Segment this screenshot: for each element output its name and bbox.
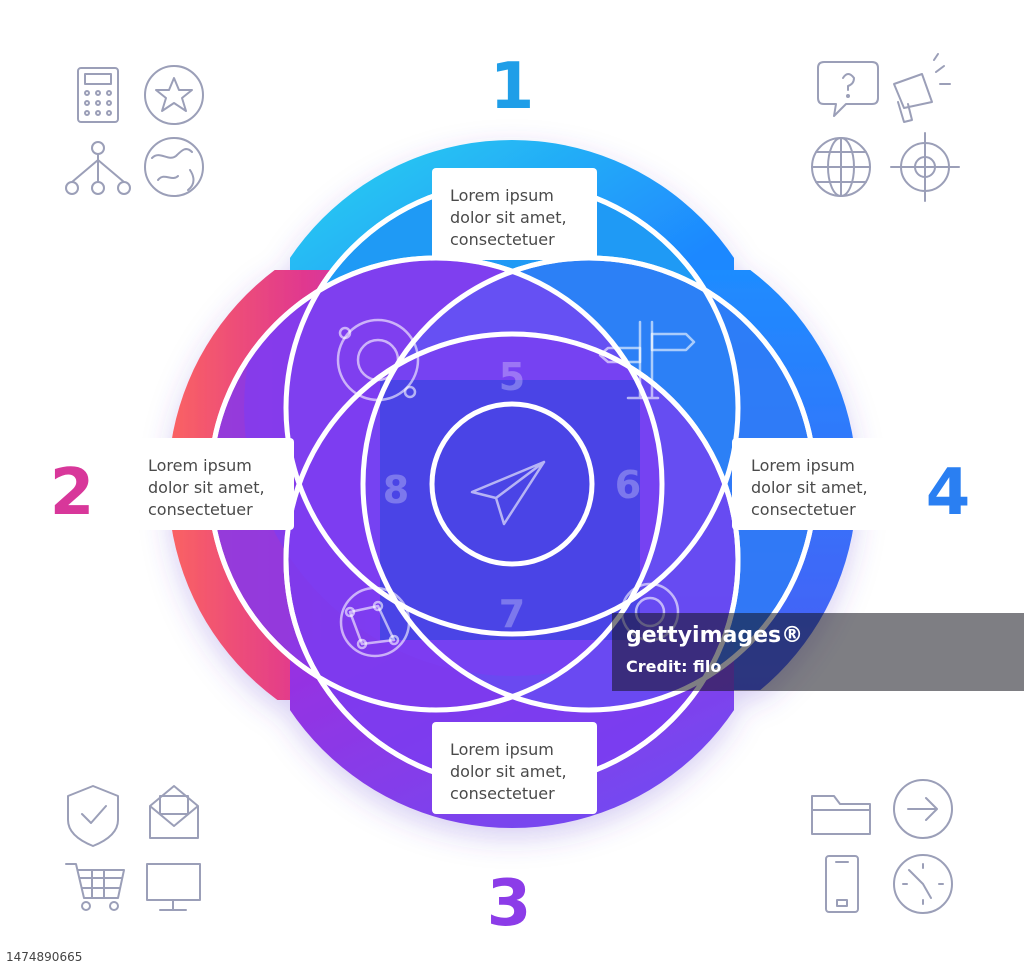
- region-1-text-line-1: Lorem ipsum: [450, 186, 554, 205]
- image-id: 1474890665: [6, 950, 83, 964]
- region-number-1: 1: [490, 50, 535, 124]
- network-globe-icon: [339, 586, 411, 658]
- calculator-icon: [77, 67, 119, 123]
- shield-check-icon: [67, 785, 119, 847]
- region-number-4: 4: [926, 456, 971, 530]
- target-icon: [890, 132, 960, 202]
- hierarchy-icon: [65, 141, 131, 195]
- paper-plane-icon: [470, 460, 546, 526]
- folder-icon: [811, 795, 871, 835]
- region-3-card: Lorem ipsum dolor sit amet, consectetuer: [432, 722, 597, 814]
- overlap-label-5: 5: [499, 355, 525, 399]
- region-1-text-line-2: dolor sit amet,: [450, 208, 567, 227]
- region-4-text-line-2: dolor sit amet,: [751, 478, 868, 497]
- region-3-text-line-1: Lorem ipsum: [450, 740, 554, 759]
- megaphone-icon: [893, 53, 951, 123]
- earth-icon: [144, 137, 204, 197]
- region-number-3: 3: [487, 867, 532, 941]
- monitor-icon: [146, 863, 201, 911]
- region-number-2: 2: [50, 456, 95, 530]
- region-4-text-line-1: Lorem ipsum: [751, 456, 855, 475]
- watermark-brand: gettyimages®: [626, 623, 804, 648]
- overlap-label-8: 8: [383, 468, 409, 512]
- region-2-text-line-2: dolor sit amet,: [148, 478, 265, 497]
- overlap-label-7: 7: [499, 592, 525, 636]
- region-2-text-line-1: Lorem ipsum: [148, 456, 252, 475]
- envelope-icon: [149, 785, 199, 839]
- overlap-label-6: 6: [615, 463, 641, 507]
- signpost-icon: [598, 320, 696, 400]
- watermark-credit: Credit: filo: [626, 657, 722, 676]
- region-2-text-line-3: consectetuer: [148, 500, 253, 519]
- watermark: gettyimages® Credit: filo: [612, 613, 1024, 691]
- region-4-text-line-3: consectetuer: [751, 500, 856, 519]
- region-1-card: Lorem ipsum dolor sit amet, consectetuer: [432, 168, 597, 260]
- smartphone-icon: [825, 855, 859, 913]
- globe-grid-icon: [811, 137, 871, 197]
- region-3-text-line-2: dolor sit amet,: [450, 762, 567, 781]
- question-chat-icon: [817, 61, 879, 117]
- region-4-card: Lorem ipsum dolor sit amet, consectetuer: [732, 438, 897, 530]
- region-2-card: Lorem ipsum dolor sit amet, consectetuer: [129, 438, 294, 530]
- region-1-text-line-3: consectetuer: [450, 230, 555, 249]
- region-3-text-line-3: consectetuer: [450, 784, 555, 803]
- arrow-right-circle-icon: [893, 779, 953, 839]
- orbit-icon: [336, 318, 420, 402]
- shopping-cart-icon: [65, 863, 125, 911]
- clock-icon: [893, 854, 953, 914]
- star-badge-icon: [144, 65, 204, 125]
